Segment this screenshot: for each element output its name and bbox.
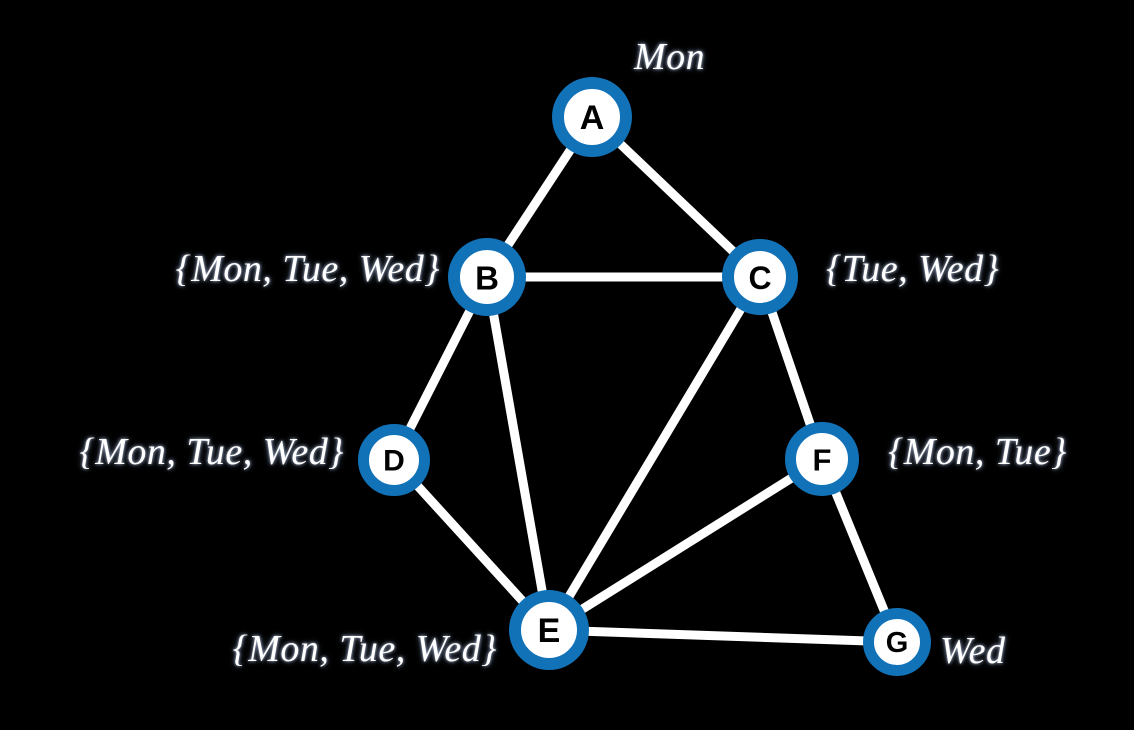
node-d[interactable]: D — [358, 424, 430, 496]
node-label-c: C — [748, 260, 771, 296]
node-e[interactable]: E — [509, 590, 589, 670]
node-label-a: A — [580, 99, 605, 137]
edge-e-g — [544, 625, 902, 647]
domain-label-g: Wed — [940, 630, 1006, 672]
domain-label-f: {Mon, Tue} — [888, 431, 1067, 473]
node-b[interactable]: B — [448, 238, 526, 316]
node-label-f: F — [813, 443, 832, 478]
edge-e-f — [544, 454, 827, 635]
node-circle-e — [509, 590, 589, 670]
node-label-d: D — [383, 445, 405, 478]
node-circle-d — [358, 424, 430, 496]
node-g[interactable]: G — [863, 608, 931, 676]
edges-group — [389, 112, 902, 647]
node-label-b: B — [475, 260, 499, 297]
node-circle-b — [448, 238, 526, 316]
node-circle-a — [552, 77, 632, 157]
node-circle-c — [722, 239, 798, 315]
domain-label-a: Mon — [634, 36, 706, 78]
node-c[interactable]: C — [722, 239, 798, 315]
node-circle-f — [785, 422, 859, 496]
edge-b-e — [482, 272, 554, 635]
node-label-e: E — [538, 612, 561, 650]
node-label-g: G — [886, 627, 909, 659]
node-circle-g — [863, 608, 931, 676]
node-f[interactable]: F — [785, 422, 859, 496]
edge-c-e — [544, 272, 765, 635]
domain-label-e: {Mon, Tue, Wed} — [232, 628, 497, 670]
domain-label-b: {Mon, Tue, Wed} — [175, 248, 440, 290]
domain-label-d: {Mon, Tue, Wed} — [79, 431, 344, 473]
domain-label-c: {Tue, Wed} — [826, 248, 1000, 290]
node-a[interactable]: A — [552, 77, 632, 157]
nodes-group: A B C D E F G — [358, 77, 931, 676]
